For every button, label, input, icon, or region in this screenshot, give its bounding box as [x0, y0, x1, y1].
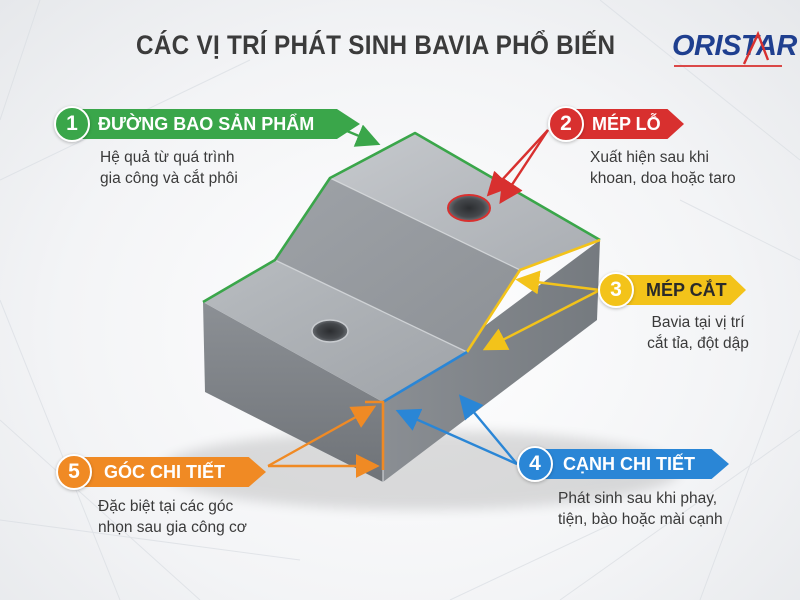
cut-edge-burr-yellow	[465, 238, 601, 353]
callout-2-label: MÉP LỖ	[566, 109, 684, 139]
callout-2-number: 2	[548, 106, 584, 142]
callout-4-description: Phát sinh sau khi phay, tiện, bào hoặc m…	[558, 488, 723, 530]
arrow-cut-b	[482, 288, 601, 351]
page-title: CÁC VỊ TRÍ PHÁT SINH BAVIA PHỔ BIẾN	[136, 30, 616, 60]
callout-3-description: Bavia tại vị trí cắt tỉa, đột dập	[638, 312, 758, 354]
arrow-edge-a	[395, 408, 518, 466]
callout-5-description: Đặc biệt tại các góc nhọn sau gia công c…	[98, 496, 247, 538]
logo-text: ORISTAR	[672, 30, 797, 62]
part-slope-face	[275, 178, 520, 352]
callout-2-badge: 2 MÉP LỖ	[548, 106, 684, 142]
callout-5-line-1: Đặc biệt tại các góc	[98, 498, 234, 515]
arrow-edge-b	[458, 394, 518, 465]
part-front-face	[203, 302, 383, 482]
callout-4-line-2: tiện, bào hoặc mài cạnh	[558, 511, 723, 528]
callout-2-description: Xuất hiện sau khi khoan, doa hoặc taro	[590, 147, 736, 189]
callout-5-line-2: nhọn sau gia công cơ	[98, 519, 247, 536]
callout-3-label: MÉP CẮT	[616, 275, 746, 305]
part-right-face	[383, 240, 600, 482]
callout-2-line-2: khoan, doa hoặc taro	[590, 170, 736, 187]
callout-1-line-2: gia công và cắt phôi	[100, 170, 238, 187]
callout-3-line-1: Bavia tại vị trí	[651, 314, 745, 331]
outline-burr-green	[202, 131, 601, 304]
callout-3-line-2: cắt tỉa, đột dập	[647, 335, 749, 352]
arrow-hole-a	[486, 129, 549, 197]
arrow-hole-b	[499, 129, 550, 205]
part-edge-burr-blue	[382, 350, 468, 404]
callout-1-label: ĐƯỜNG BAO SẢN PHẨM	[72, 109, 360, 139]
corner-burr-orange	[365, 400, 385, 470]
callout-4-line-1: Phát sinh sau khi phay,	[558, 490, 718, 507]
callout-5-label: GÓC CHI TIẾT	[74, 457, 266, 487]
callout-1-line-1: Hệ quả từ quá trình	[100, 149, 235, 166]
callout-3-badge: 3 MÉP CẮT	[598, 272, 746, 308]
callout-1-description: Hệ quả từ quá trình gia công và cắt phôi	[100, 147, 238, 189]
callout-1-number: 1	[54, 106, 90, 142]
callout-5-number: 5	[56, 454, 92, 490]
arrow-corner-a	[267, 405, 377, 468]
callout-4-badge: 4 CẠNH CHI TIẾT	[517, 446, 729, 482]
logo-accent-icon	[674, 30, 782, 67]
callout-1-badge: 1 ĐƯỜNG BAO SẢN PHẨM	[54, 106, 360, 142]
callout-5-badge: 5 GÓC CHI TIẾT	[56, 454, 266, 490]
oristar-logo: ORISTAR	[672, 30, 797, 70]
callout-3-number: 3	[598, 272, 634, 308]
callout-2-line-1: Xuất hiện sau khi	[590, 149, 709, 166]
callout-4-label: CẠNH CHI TIẾT	[535, 449, 729, 479]
upper-hole	[448, 195, 490, 221]
arrow-cut-a	[515, 270, 601, 295]
lower-hole	[312, 320, 348, 342]
callout-4-number: 4	[517, 446, 553, 482]
